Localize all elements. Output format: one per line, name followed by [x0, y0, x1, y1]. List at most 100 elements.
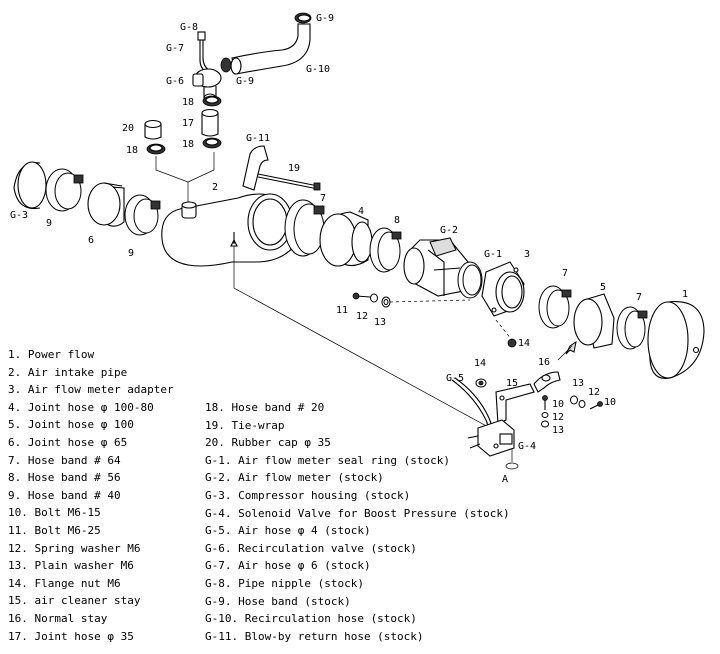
legend-item: 9. Hose band # 40 [8, 488, 121, 502]
callout-14: 14 [474, 358, 486, 369]
callout-g7: G-7 [166, 43, 184, 54]
callout-8: 8 [394, 215, 400, 226]
legend-item: 11. Bolt M6-25 [8, 523, 101, 537]
fasteners-right [541, 395, 603, 428]
callout-g3: G-3 [10, 210, 28, 221]
parts-legend-left: 1. Power flow 2. Air intake pipe 3. Air fl… [8, 346, 174, 645]
joint-hose-5 [573, 293, 615, 349]
callout-5: 5 [600, 282, 606, 293]
callout-g1: G-1 [484, 249, 502, 260]
callout-4: 4 [358, 206, 364, 217]
hose-band-9-left [45, 168, 84, 212]
air-intake-pipe-2 [161, 193, 297, 267]
power-flow-filter-1 [647, 301, 705, 379]
callout-10: 10 [552, 399, 564, 410]
legend-item: 1. Power flow [8, 348, 95, 361]
legend-item: 18. Hose band # 20 [205, 401, 325, 414]
flow-arrow-icon [565, 340, 577, 355]
callout-15: 15 [506, 378, 518, 389]
callout-a: A [502, 474, 508, 485]
flange-nut-14 [507, 338, 517, 348]
callout-g9: G-9 [236, 76, 254, 87]
hose-band-7-right [616, 306, 648, 350]
legend-item: G-2. Air flow meter (stock) [205, 471, 384, 485]
legend-item: 8. Hose band # 56 [8, 471, 121, 485]
callout-g4: G-4 [518, 441, 536, 452]
legend-item: 20. Rubber cap φ 35 [205, 436, 331, 450]
callout-13: 13 [552, 425, 564, 436]
callout-13: 13 [572, 378, 584, 389]
legend-item: G-8. Pipe nipple (stock) [205, 576, 364, 590]
pipe-nipple-cap [197, 31, 206, 41]
rubber-cap-20 [144, 123, 162, 140]
callout-9: 9 [46, 218, 52, 229]
tie-wrap-19 [257, 173, 319, 187]
hose-band-g9-lower [220, 57, 232, 73]
legend-item: G-1. Air flow meter seal ring (stock) [205, 453, 451, 467]
callout-g10: G-10 [306, 64, 330, 75]
callout-18: 18 [182, 139, 194, 150]
legend-item: G-7. Air hose φ 6 (stock) [205, 559, 371, 573]
callout-9: 9 [128, 248, 134, 259]
air-hose-g5 [451, 379, 493, 437]
legend-item: G-5. Air hose φ 4 (stock) [205, 524, 371, 538]
blow-by-return-hose-g11 [242, 145, 269, 191]
compressor-housing-g3 [13, 161, 47, 210]
callout-14: 14 [518, 338, 530, 349]
legend-item: G-9. Hose band (stock) [205, 594, 351, 608]
recirculation-hose-g10 [231, 23, 311, 75]
callout-7: 7 [320, 193, 326, 204]
callout-2: 2 [212, 182, 218, 193]
callout-g9: G-9 [316, 13, 334, 24]
callout-19: 19 [288, 163, 300, 174]
callout-labels: G-8 G-9 G-7 G-6 G-9 G-10 18 17 20 18 18 … [10, 13, 688, 485]
legend-item: 4. Joint hose φ 100-80 [8, 400, 154, 414]
callout-g8: G-8 [180, 22, 198, 33]
callout-13: 13 [374, 317, 386, 328]
hose-band-7-middle [538, 285, 572, 329]
legend-item: G-10. Recirculation hose (stock) [205, 612, 417, 626]
legend-item: 13. Plain washer M6 [8, 559, 134, 573]
hose-band-7-left [284, 199, 325, 257]
legend-item: G-6. Recirculation valve (stock) [205, 541, 417, 555]
callout-g11: G-11 [246, 133, 270, 144]
solenoid-valve-g4 [477, 419, 515, 457]
legend-item: 2. Air intake pipe [8, 365, 128, 379]
callout-1: 1 [682, 289, 688, 300]
legend-item: G-3. Compressor housing (stock) [205, 488, 411, 502]
callout-g5: G-5 [446, 373, 464, 384]
solenoid-valve-assembly [451, 377, 515, 457]
legend-item: 16. Normal stay [8, 611, 108, 625]
callout-12: 12 [552, 412, 564, 423]
normal-stay-16 [533, 371, 561, 393]
small-hose-parts [144, 95, 222, 204]
callout-6: 6 [88, 235, 94, 246]
callout-18: 18 [182, 97, 194, 108]
legend-item: G-11. Blow-by return hose (stock) [205, 629, 424, 643]
legend-item: 12. Spring washer M6 [8, 541, 141, 555]
fasteners-left [352, 292, 391, 308]
callout-17: 17 [182, 118, 194, 129]
air-flow-meter-adapter-3 [481, 261, 525, 317]
legend-item: 6. Joint hose φ 65 [8, 435, 128, 449]
blow-by-hose-assembly [242, 145, 321, 191]
recirculation-valve-port [192, 73, 204, 87]
air-flow-meter-seal-ring-g1 [457, 261, 483, 299]
air-flow-meter-g2 [403, 237, 469, 297]
callout-7: 7 [636, 292, 642, 303]
callout-3: 3 [524, 249, 530, 260]
callout-g6: G-6 [166, 76, 184, 87]
legend-item: 3. Air flow meter adapter [8, 383, 174, 397]
callout-16: 16 [538, 357, 550, 368]
legend-item: 15. air cleaner stay [8, 594, 141, 608]
callout-12: 12 [588, 387, 600, 398]
legend-item: G-4. Solenoid Valve for Boost Pressure (… [205, 506, 510, 520]
hose-band-8 [369, 227, 402, 273]
joint-hose-4 [319, 211, 373, 267]
pipe-nipple-g8 [202, 38, 210, 71]
callout-20: 20 [122, 123, 134, 134]
legend-item: 17. Joint hose φ 35 [8, 629, 134, 643]
legend-item: 7. Hose band # 64 [8, 453, 121, 467]
